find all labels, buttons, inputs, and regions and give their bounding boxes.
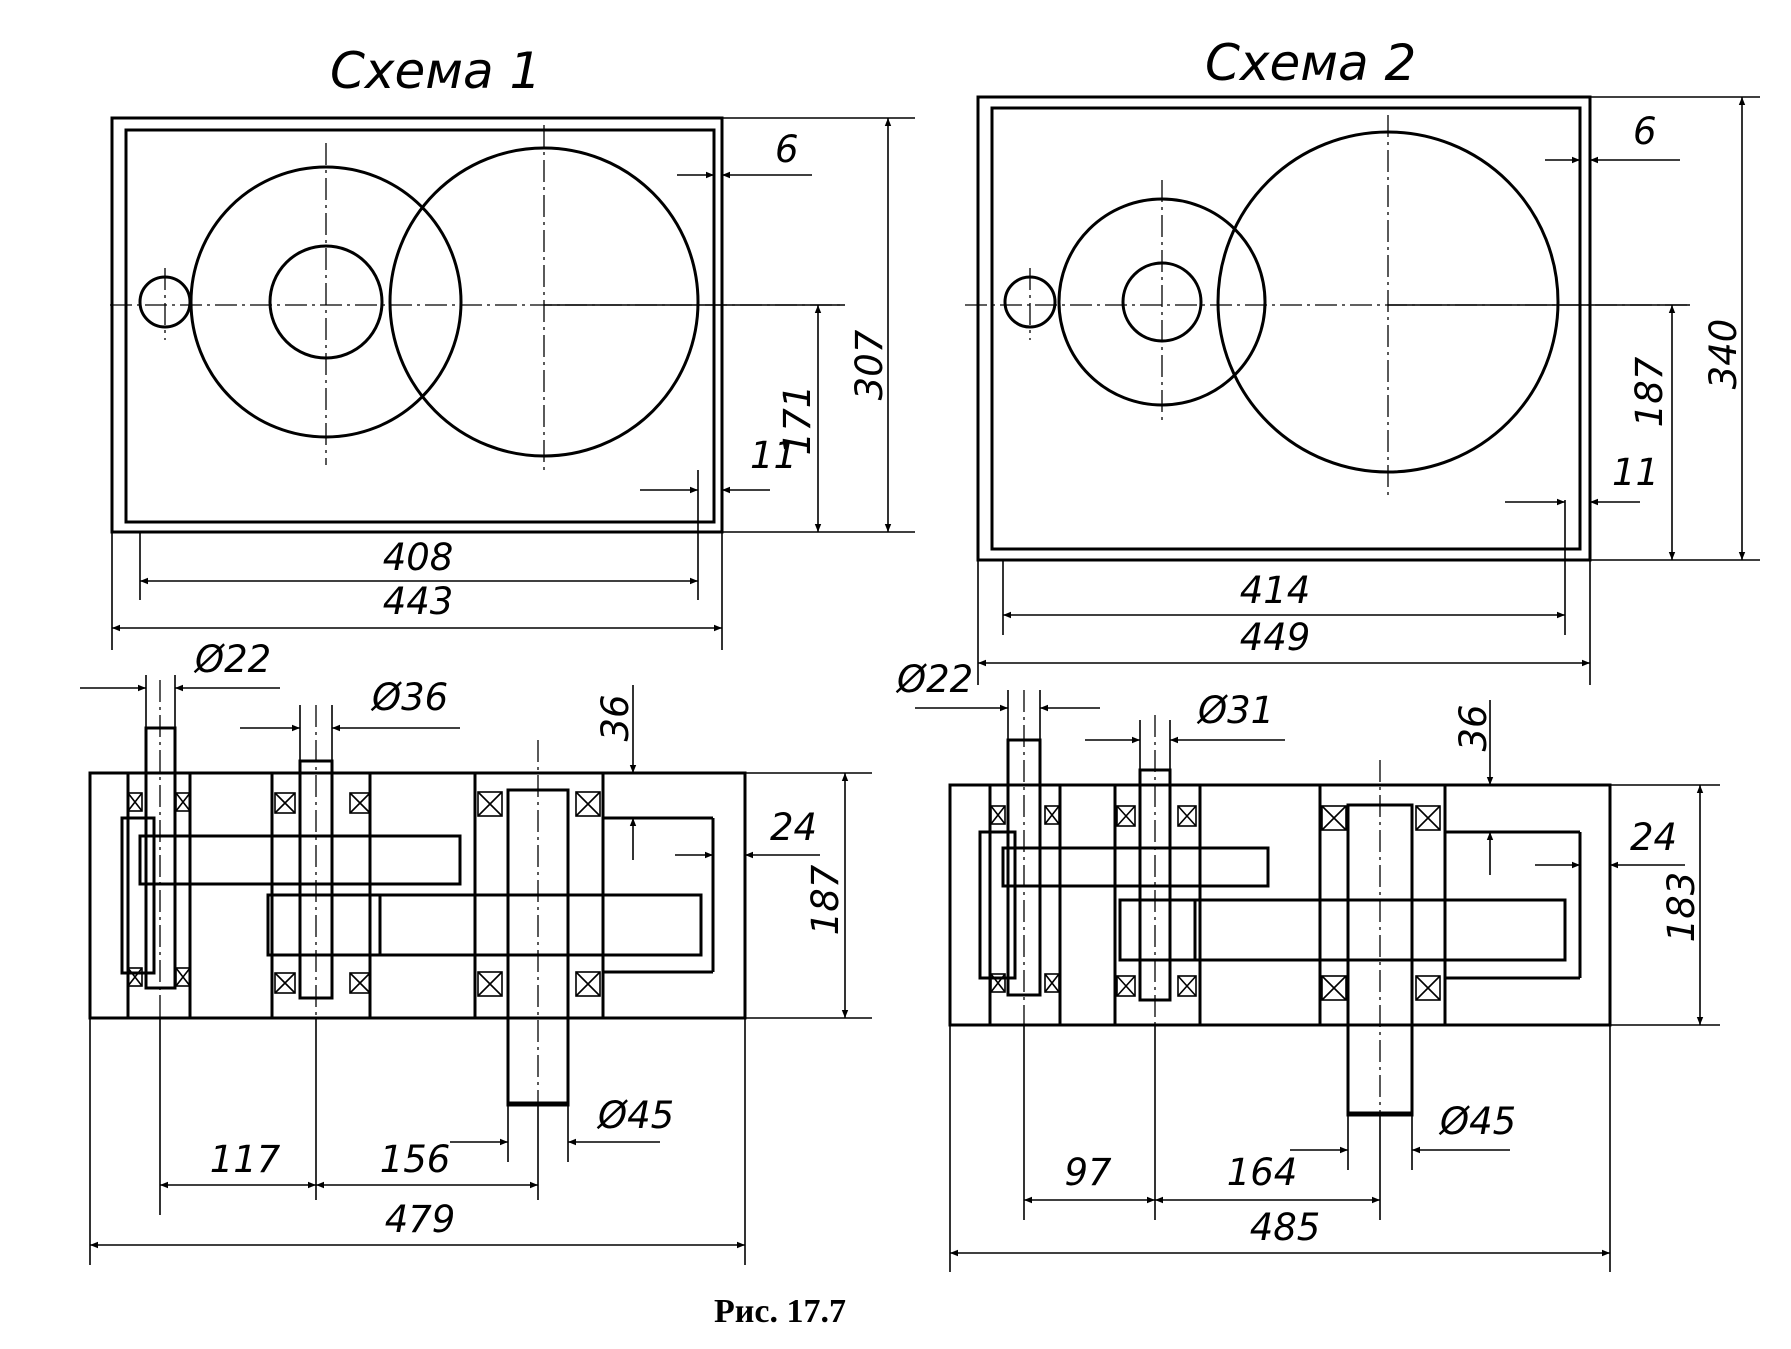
scheme2-section-view: Ø22 Ø31 36 24 183 Ø45 97 164 485 <box>895 658 1720 1272</box>
scheme1-dim-intermediate-diameter: Ø36 <box>370 676 448 719</box>
scheme1-dim-gap: 11 <box>750 434 797 477</box>
scheme1-dim-height-inner: 171 <box>776 385 819 456</box>
scheme1-dim-width-inner: 408 <box>383 536 454 579</box>
scheme2-output-wheel-section <box>1118 898 1567 962</box>
scheme1-output-wheel-section <box>266 893 703 957</box>
scheme1-dim-output-diameter: Ø45 <box>596 1094 674 1137</box>
scheme2-housing-inner <box>990 106 1582 551</box>
scheme2-dim-height-outer: 340 <box>1702 319 1745 390</box>
scheme2-dim-width-outer: 449 <box>1240 616 1311 659</box>
scheme1-title: Схема 1 <box>330 42 541 100</box>
scheme1-dim-section-height: 187 <box>804 864 847 935</box>
scheme2-dim-gap: 11 <box>1612 451 1659 494</box>
figure-caption: Рис. 17.7 <box>714 1293 846 1330</box>
scheme1-dim-input-diameter: Ø22 <box>193 638 271 681</box>
scheme2-section-housing <box>948 783 1612 1027</box>
scheme1-housing-outer <box>110 116 724 534</box>
scheme2-dim-side-gap: 24 <box>1630 816 1677 859</box>
scheme1-section-housing <box>88 771 747 1020</box>
scheme2-input-pinion <box>1001 846 1270 888</box>
scheme1-dim-length-total: 479 <box>385 1198 456 1241</box>
scheme2-dim-center-distance-2: 164 <box>1227 1151 1298 1194</box>
scheme2-dim-offset-top: 36 <box>1452 704 1495 751</box>
scheme1-section-view: Ø22 Ø36 36 24 187 Ø45 117 156 479 <box>80 638 872 1265</box>
scheme1-dim-center-distance-1: 117 <box>210 1138 281 1181</box>
scheme2-housing-outer <box>976 95 1592 562</box>
scheme1-dim-offset-top: 36 <box>594 694 637 741</box>
scheme2-dim-height-inner: 187 <box>1628 356 1671 427</box>
scheme2-dim-wall: 6 <box>1633 110 1657 153</box>
scheme2-dim-center-distance-1: 97 <box>1064 1151 1112 1194</box>
scheme2-dim-output-diameter: Ø45 <box>1438 1100 1516 1143</box>
scheme1-top-view: Схема 1 6 171 307 11 <box>110 42 915 650</box>
scheme1-dim-side-gap: 24 <box>770 806 817 849</box>
scheme2-dim-intermediate-diameter: Ø31 <box>1196 689 1274 732</box>
scheme1-dim-wall: 6 <box>775 128 799 171</box>
scheme1-dim-width-outer: 443 <box>383 580 454 623</box>
scheme1-housing-inner <box>124 128 716 524</box>
scheme2-top-view: Схема 2 6 187 340 11 <box>965 34 1760 685</box>
scheme2-dim-length-total: 485 <box>1250 1206 1321 1249</box>
scheme1-dim-center-distance-2: 156 <box>380 1138 451 1181</box>
scheme2-title: Схема 2 <box>1205 34 1416 92</box>
scheme2-dim-width-inner: 414 <box>1240 569 1311 612</box>
scheme2-bearings <box>990 805 1441 1001</box>
scheme1-bearings <box>127 791 601 997</box>
scheme1-dim-height-outer: 307 <box>848 329 891 400</box>
scheme2-dim-input-diameter: Ø22 <box>895 658 973 701</box>
scheme2-dim-section-height: 183 <box>1660 872 1703 943</box>
